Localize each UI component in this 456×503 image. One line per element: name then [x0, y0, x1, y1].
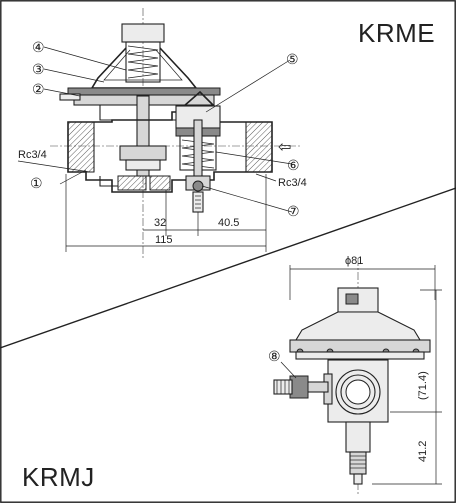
krme-section-view: ⇦ ④ ③ ② ① ⑤ ⑥ ⑦ Rc3/4 Rc3/4: [17, 8, 307, 258]
thread-label-outlet: Rc3/4: [278, 177, 307, 189]
valve-body: [67, 111, 273, 193]
krmj-flange: [289, 339, 431, 353]
dim-71-4: (71.4): [417, 371, 429, 400]
top-cap: [121, 23, 165, 43]
thread-label-inlet: Rc3/4: [18, 149, 47, 161]
krmj-bonnet: [295, 311, 421, 341]
krmj-lower-stem: [345, 421, 371, 453]
diagonal-divider: [0, 187, 456, 349]
dim-phi-81: ϕ81: [345, 255, 363, 267]
callout-6: ⑥: [287, 157, 300, 173]
bottom-nozzle: [192, 191, 204, 213]
flow-direction-arrow: ⇦: [278, 139, 291, 156]
check-ball: [192, 180, 204, 192]
model-label-krme: KRME: [358, 18, 436, 48]
callout-3: ③: [32, 61, 45, 77]
callout-5: ⑤: [286, 51, 299, 67]
callout-4: ④: [32, 39, 45, 55]
dim-40-5: 40.5: [218, 217, 239, 229]
krmj-side-nut: [289, 375, 309, 399]
callout-2: ②: [32, 81, 45, 97]
dim-41-2: 41.2: [417, 441, 429, 462]
krmj-external-view: ϕ81: [268, 255, 442, 496]
callout-7: ⑦: [287, 203, 300, 219]
callout-8: ⑧: [268, 348, 281, 364]
dim-115: 115: [155, 234, 173, 246]
callout-1: ①: [30, 175, 43, 191]
model-label-krmj: KRMJ: [22, 462, 95, 492]
relief-cap: [183, 90, 215, 107]
dim-32: 32: [154, 217, 166, 229]
